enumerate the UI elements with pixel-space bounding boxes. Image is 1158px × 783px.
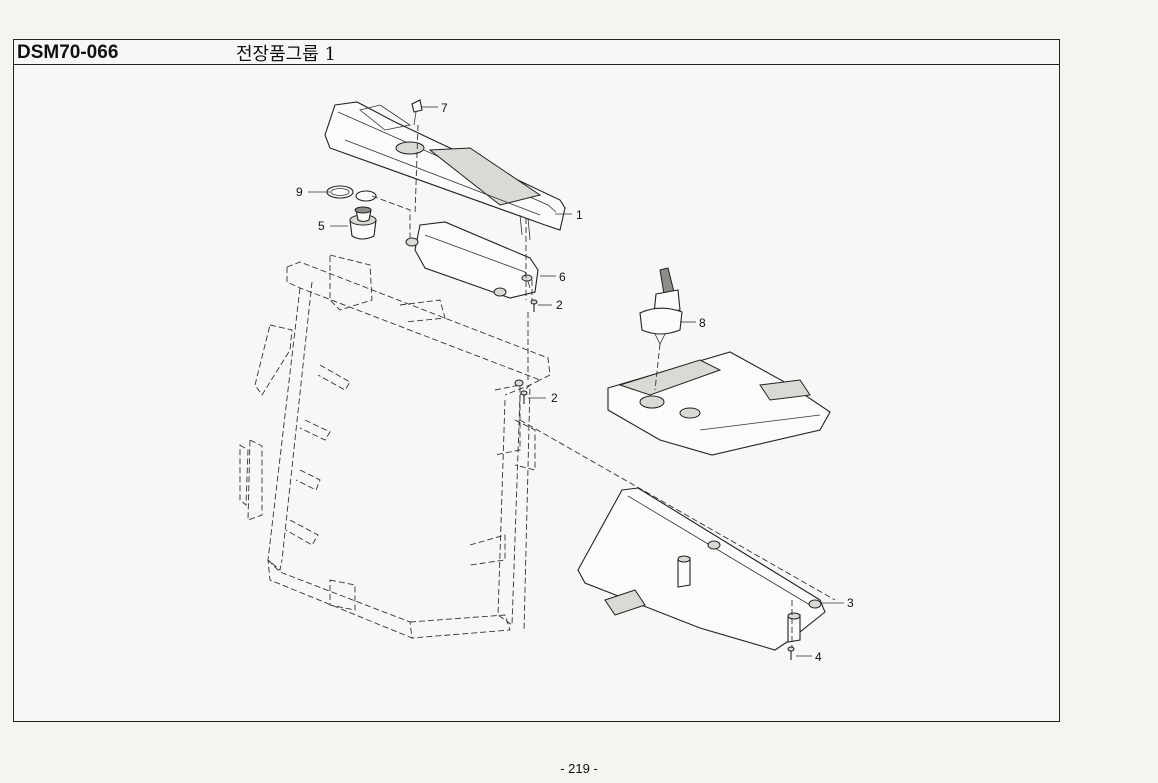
callout-6: 6 [559, 270, 566, 284]
part-5-knob [349, 206, 377, 240]
part-6-lower-cover [405, 221, 539, 299]
part-7-clip [411, 99, 423, 126]
part-4-screw [787, 646, 795, 660]
assembly-lines [371, 124, 793, 648]
leader-lines [308, 106, 844, 657]
header-bar: DSM70-066 전장품그룹 1 [14, 40, 1059, 65]
callout-4: 4 [815, 650, 822, 664]
control-panel-plate [607, 351, 831, 456]
callout-5: 5 [318, 219, 325, 233]
group-title: 전장품그룹 1 [236, 44, 336, 65]
part-3-side-cover [577, 487, 826, 651]
callout-9: 9 [296, 185, 303, 199]
callout-2-upper: 2 [556, 298, 563, 312]
part-2-screw-lower [514, 379, 528, 404]
drawing-code: DSM70-066 [17, 42, 119, 63]
page-number: - 219 - [560, 761, 598, 776]
callout-8: 8 [699, 316, 706, 330]
drawing-frame: DSM70-066 전장품그룹 1 [13, 39, 1060, 722]
callout-7: 7 [441, 101, 448, 115]
callout-3: 3 [847, 596, 854, 610]
part-2-screw-upper [530, 299, 538, 312]
callout-1: 1 [576, 208, 583, 222]
part-9-o-ring [326, 185, 377, 202]
part-8-joystick [639, 267, 683, 345]
callout-2-lower: 2 [551, 391, 558, 405]
cab-frame-reference [239, 254, 836, 639]
